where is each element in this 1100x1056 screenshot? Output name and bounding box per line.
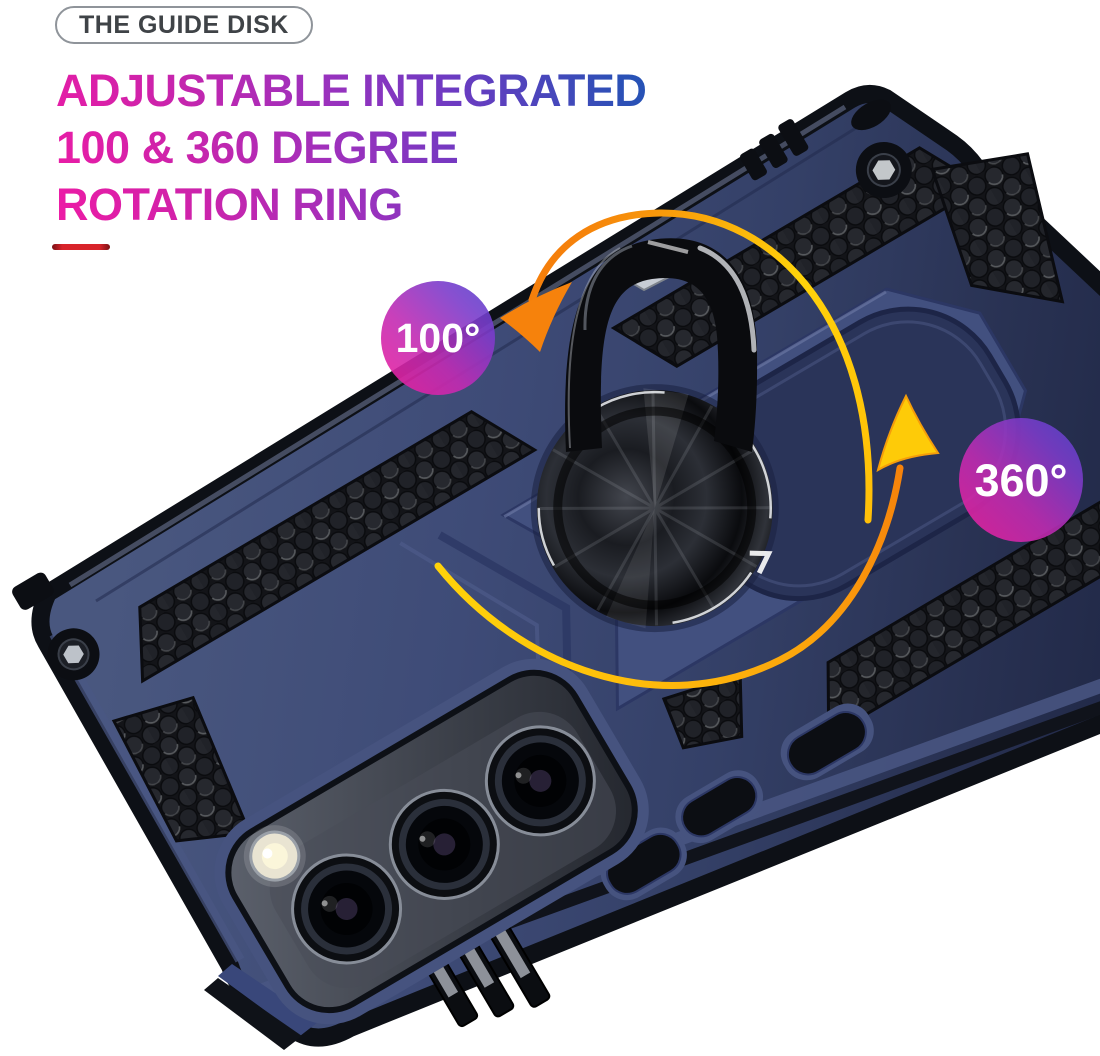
page-title: ADJUSTABLE INTEGRATED 100 & 360 DEGREE R…	[56, 62, 696, 233]
rotation-arrow-upper	[500, 209, 873, 524]
spin-angle-badge: 360°	[959, 418, 1083, 542]
left-edge-nub	[12, 572, 54, 610]
corner-band-black	[204, 978, 302, 1050]
arrowhead-spin	[876, 393, 940, 473]
guide-disk-badge-label: THE GUIDE DISK	[79, 10, 289, 39]
tilt-angle-label: 100°	[396, 315, 481, 361]
arrowhead-tilt	[500, 282, 572, 352]
guide-disk-badge: THE GUIDE DISK	[55, 6, 313, 44]
title-underline	[52, 244, 110, 250]
camera-island	[214, 658, 649, 1025]
spin-angle-label: 360°	[974, 455, 1067, 506]
camera-lens-2	[388, 788, 500, 900]
ring-kickstand-hoop	[565, 238, 758, 452]
hoop-glint	[647, 240, 689, 254]
tilt-angle-badge: 100°	[381, 281, 495, 395]
flash-led	[243, 825, 306, 888]
corner-bolt	[851, 99, 892, 131]
case-details	[12, 99, 1100, 1028]
corner-band-blue	[218, 964, 318, 1036]
texture-panel-top-left	[138, 410, 538, 684]
disk-notch	[749, 550, 773, 575]
side-buttons	[600, 703, 874, 901]
camera-lens-1	[291, 853, 403, 965]
hoop-highlight-2	[583, 244, 633, 331]
camera-lens-3	[484, 725, 596, 837]
hoop-highlight	[697, 245, 757, 353]
top-edge-buttons	[12, 119, 809, 610]
case-left-blue-band	[49, 631, 245, 963]
texture-panel-right-edge	[930, 152, 1065, 304]
side-button-1	[786, 711, 867, 776]
rotation-arrow-lower	[434, 393, 940, 689]
corner-screw-left	[47, 628, 100, 681]
side-button-2	[681, 776, 758, 838]
honeycomb-panels	[111, 146, 1100, 843]
corner-screw-right	[851, 99, 912, 199]
